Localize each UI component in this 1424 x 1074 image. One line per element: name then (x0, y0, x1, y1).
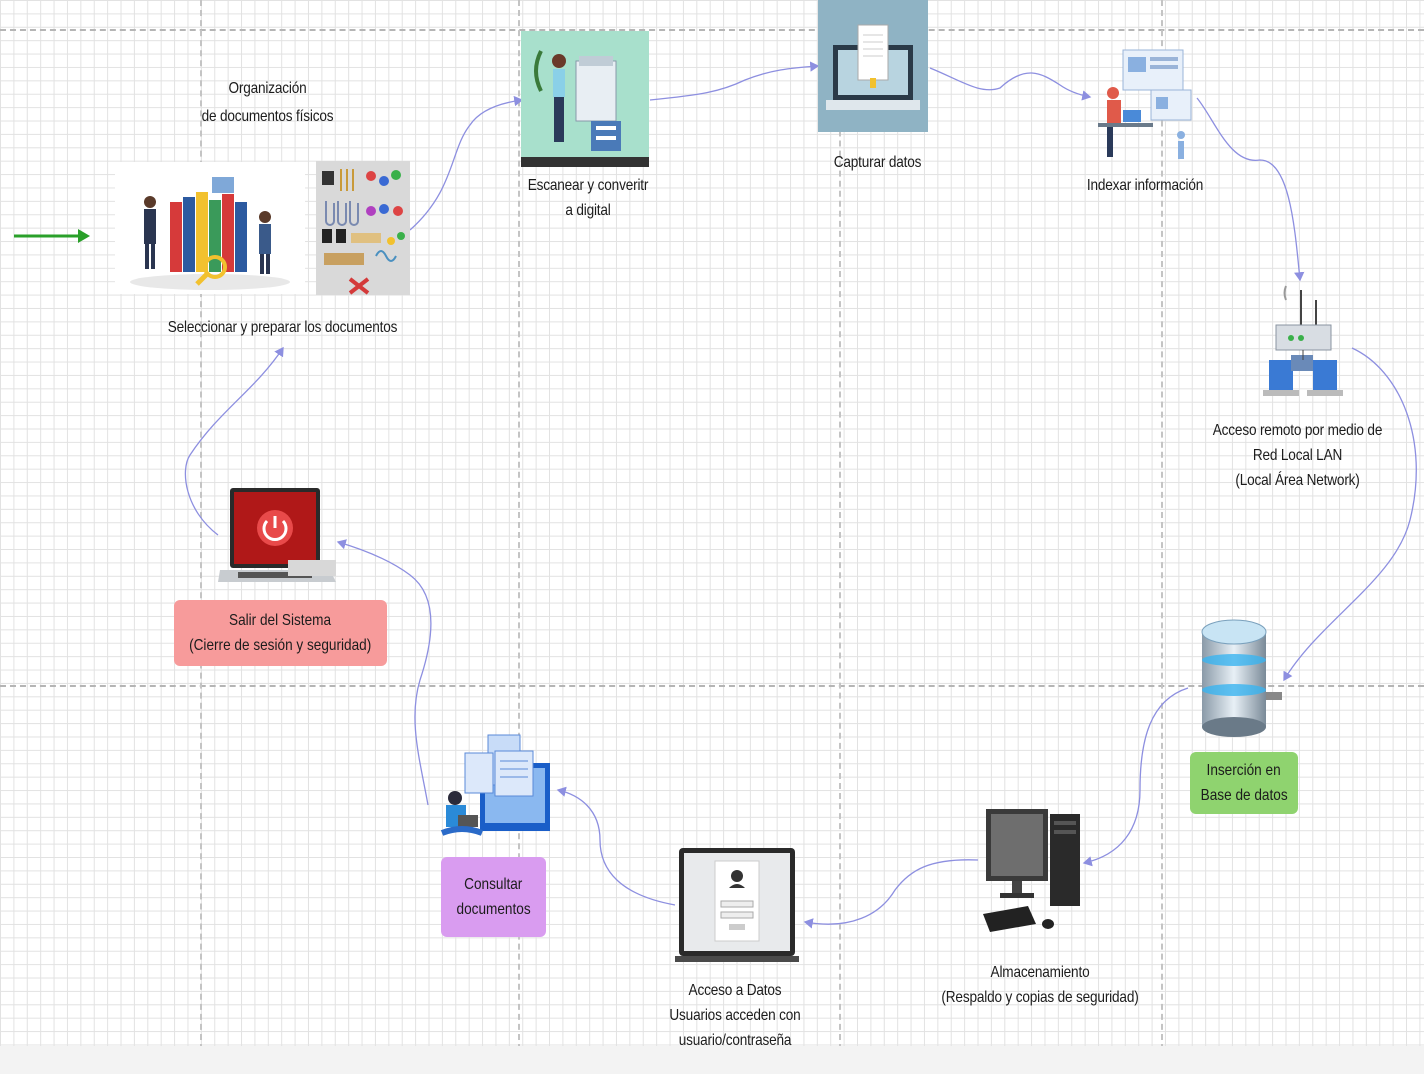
connector-seleccionar-escanear (409, 95, 524, 231)
desktop-computer-icon (983, 809, 1080, 932)
power-laptop-icon (218, 488, 336, 582)
guide-line (839, 0, 841, 1050)
office-supplies-icon (316, 161, 410, 295)
connector-capturar-indexar (929, 67, 1092, 101)
laptop-document-icon (818, 0, 928, 132)
start-arrow (14, 229, 90, 243)
guide-line (0, 685, 1424, 687)
connector-indexar-router (1196, 97, 1305, 282)
database-icon (1201, 619, 1282, 737)
connector-consultar-salir (336, 539, 432, 806)
lan-router-icon (1263, 285, 1343, 396)
scanner-person-icon (521, 31, 649, 167)
indexing-person-icon (1098, 49, 1192, 159)
label-almacenamiento: Almacenamiento(Respaldo y copias de segu… (941, 964, 1139, 1006)
guide-line (200, 0, 202, 1050)
connector-database-desktop (1082, 687, 1189, 867)
connector-escanear-capturar (649, 61, 820, 101)
guide-line (1161, 0, 1163, 1050)
connector-router-database (1283, 347, 1417, 682)
connector-login-consultar (556, 786, 676, 906)
box-salir: Salir del Sistema(Cierre de sesión y seg… (174, 600, 387, 666)
connector-desktop-login (803, 859, 979, 929)
login-laptop-icon (675, 848, 799, 962)
label-capturar: Capturar datos (833, 154, 922, 171)
archive-people-icon (115, 162, 305, 294)
guide-line (0, 29, 1424, 31)
label-indexar: Indexar información (1086, 177, 1204, 194)
guide-line (518, 0, 520, 1050)
label-seleccionar: Seleccionar y preparar los documentos (167, 319, 398, 336)
canvas-bottom-bar (0, 1046, 1424, 1074)
connector-salir-seleccionar (184, 346, 284, 536)
documents-person-icon (440, 734, 550, 836)
